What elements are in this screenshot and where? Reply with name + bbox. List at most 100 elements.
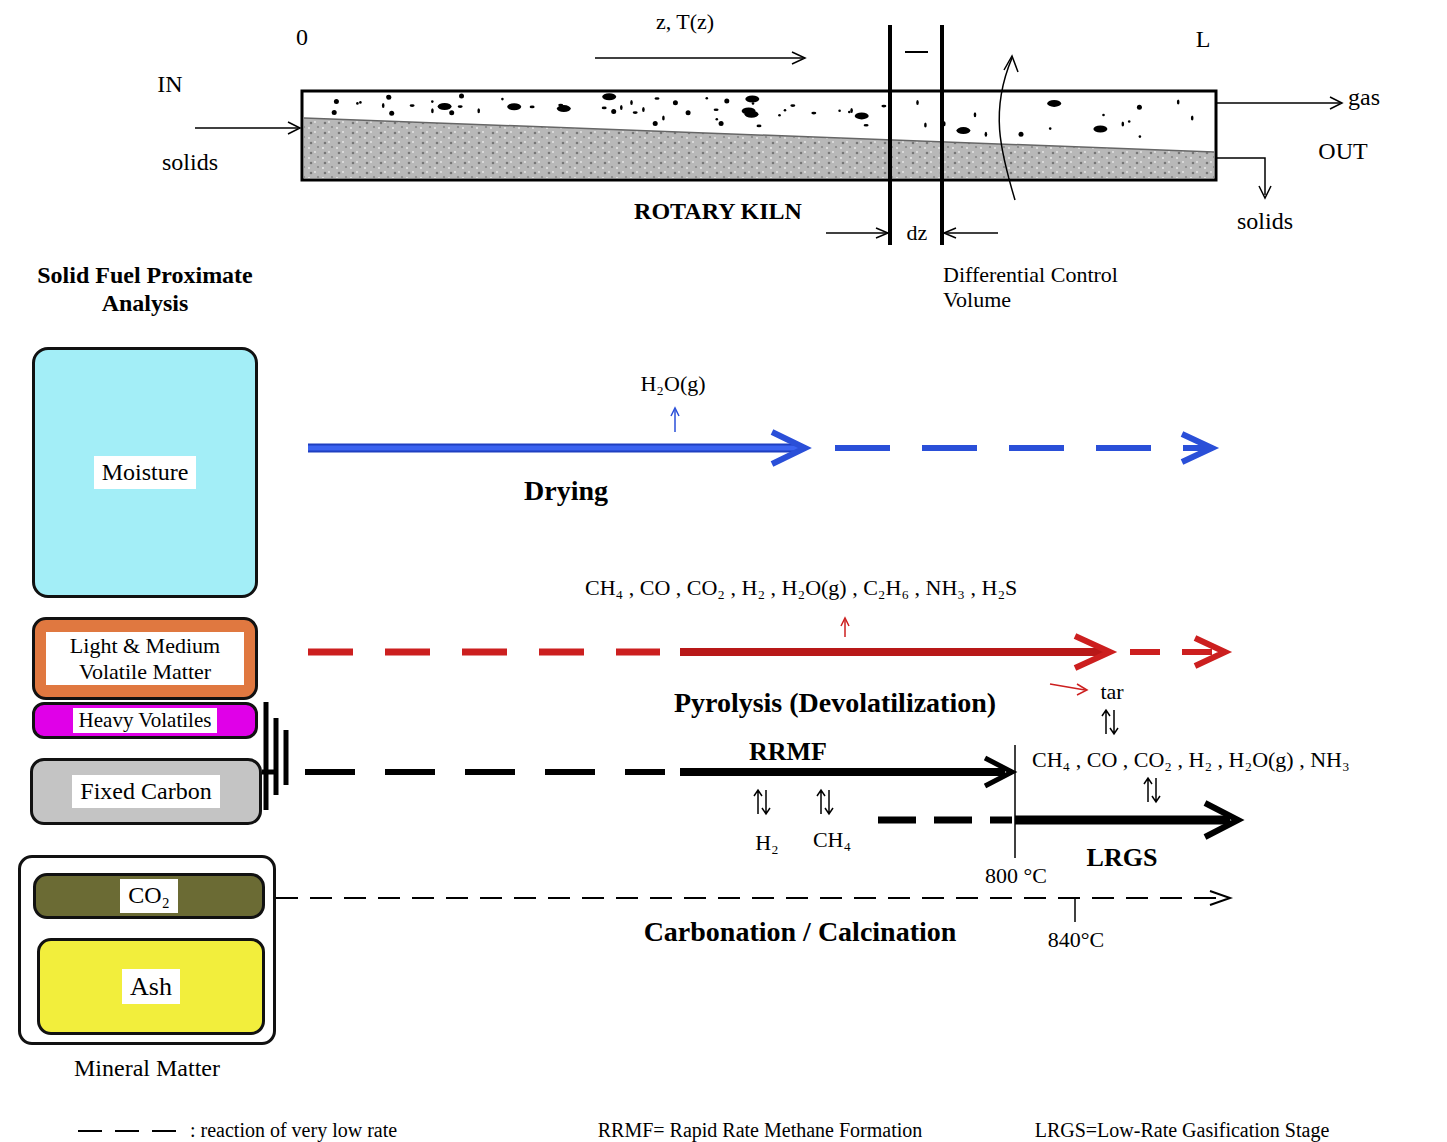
fraction-box: Ash bbox=[37, 938, 265, 1035]
equilibrium-arrow bbox=[1144, 778, 1160, 802]
particle bbox=[924, 122, 927, 127]
particle bbox=[848, 111, 851, 114]
particle bbox=[1049, 127, 1052, 130]
stage-title: Solid Fuel Proximate Analysis bbox=[10, 262, 280, 317]
particle bbox=[410, 104, 415, 107]
annotation: CH₄ , CO , CO₂ , H₂ , H₂O(g) , NH₃ bbox=[1032, 747, 1350, 772]
annotation: solids bbox=[162, 149, 218, 177]
particle bbox=[459, 94, 464, 99]
group-heading: Mineral Matter bbox=[66, 1052, 228, 1086]
particle bbox=[811, 112, 816, 115]
particle bbox=[1102, 114, 1105, 117]
particle bbox=[662, 116, 665, 121]
box-label: Fixed Carbon bbox=[72, 775, 219, 809]
particle bbox=[557, 105, 571, 112]
annotation: z, T(z) bbox=[656, 9, 714, 34]
particle bbox=[1047, 100, 1061, 107]
particle bbox=[507, 103, 521, 110]
particle bbox=[714, 109, 719, 112]
particle bbox=[642, 107, 645, 112]
annotation: CH₄ , CO , CO₂ , H₂ , H₂O(g) , C₂H₆ , NH… bbox=[585, 575, 1017, 600]
annotation: H₂O(g) bbox=[640, 371, 705, 396]
particle bbox=[620, 105, 623, 110]
particle bbox=[611, 109, 616, 114]
particle bbox=[558, 104, 563, 107]
particle bbox=[1137, 105, 1142, 110]
particle bbox=[686, 110, 691, 115]
particle bbox=[1177, 99, 1180, 104]
particle bbox=[477, 108, 480, 113]
box-label: Moisture bbox=[94, 456, 197, 490]
particle bbox=[359, 101, 362, 104]
particle bbox=[985, 132, 988, 137]
stage-title: RRMF bbox=[749, 737, 827, 767]
particle bbox=[716, 118, 719, 121]
particle bbox=[850, 108, 853, 113]
particle bbox=[757, 125, 762, 128]
particle bbox=[855, 112, 869, 119]
kiln-drawing bbox=[195, 25, 1342, 245]
stage-title: Carbonation / Calcination bbox=[644, 916, 957, 948]
particle bbox=[1019, 132, 1024, 137]
equilibrium-arrow bbox=[1102, 710, 1118, 734]
mineral-group-box: Mineral MatterCO₂Ash bbox=[18, 855, 276, 1045]
box-label: Heavy Volatiles bbox=[73, 708, 218, 732]
legend-sample bbox=[76, 1126, 186, 1136]
particle bbox=[706, 97, 709, 100]
particle bbox=[386, 95, 391, 100]
particle bbox=[1191, 115, 1194, 120]
drying-arrow bbox=[308, 408, 1212, 464]
stage-title: LRGS bbox=[1087, 843, 1158, 873]
particle bbox=[356, 102, 359, 105]
fraction-box: Moisture bbox=[32, 347, 258, 598]
particle bbox=[1139, 135, 1142, 138]
particle bbox=[974, 112, 977, 117]
annotation: RRMF= Rapid Rate Methane Formation bbox=[598, 1119, 923, 1142]
particle bbox=[438, 103, 452, 110]
particle bbox=[633, 111, 638, 114]
particle bbox=[752, 102, 755, 105]
particle bbox=[916, 100, 919, 105]
annotation: L bbox=[1196, 26, 1211, 54]
char-arrows bbox=[305, 710, 1238, 858]
annotation: solids bbox=[1237, 208, 1293, 236]
particle bbox=[332, 110, 337, 115]
annotation: Differential Control Volume bbox=[943, 262, 1163, 313]
annotation: IN bbox=[157, 71, 182, 99]
particle bbox=[334, 99, 339, 104]
particle bbox=[501, 98, 504, 101]
particle bbox=[431, 108, 434, 113]
fraction-box: CO₂ bbox=[33, 873, 265, 919]
annotation: gas bbox=[1348, 84, 1380, 112]
particle bbox=[745, 96, 759, 103]
equilibrium-arrow bbox=[754, 790, 770, 814]
particle bbox=[719, 121, 724, 126]
box-label: Ash bbox=[122, 969, 180, 1005]
stage-title: Drying bbox=[524, 475, 608, 507]
particle bbox=[602, 107, 607, 110]
annotation: 800 °C bbox=[985, 863, 1047, 888]
particle bbox=[653, 121, 658, 126]
equilibrium-arrow bbox=[817, 790, 833, 814]
particle bbox=[530, 106, 535, 109]
particle bbox=[389, 111, 394, 116]
particle bbox=[602, 93, 616, 100]
particle bbox=[449, 110, 454, 115]
annotation: dz bbox=[907, 220, 928, 245]
fraction-box: Fixed Carbon bbox=[30, 758, 262, 825]
particle bbox=[673, 100, 678, 105]
fraction-box: Light & Medium Volatile Matter bbox=[32, 617, 258, 700]
annotation: LRGS=Low-Rate Gasification Stage bbox=[1035, 1119, 1330, 1142]
annotation: 840°C bbox=[1048, 927, 1104, 952]
legend-text: : reaction of very low rate bbox=[190, 1119, 397, 1142]
annotation: tar bbox=[1100, 679, 1123, 704]
particle bbox=[1128, 120, 1131, 123]
box-label: Light & Medium Volatile Matter bbox=[46, 632, 244, 685]
particle bbox=[742, 108, 756, 115]
box-label: CO₂ bbox=[120, 879, 178, 913]
fraction-box: Heavy Volatiles bbox=[32, 702, 258, 739]
annotation: 0 bbox=[296, 24, 308, 52]
annotation: H₂ bbox=[755, 830, 779, 855]
stage-title: Pyrolysis (Devolatilization) bbox=[674, 687, 996, 719]
annotation: OUT bbox=[1318, 138, 1367, 166]
